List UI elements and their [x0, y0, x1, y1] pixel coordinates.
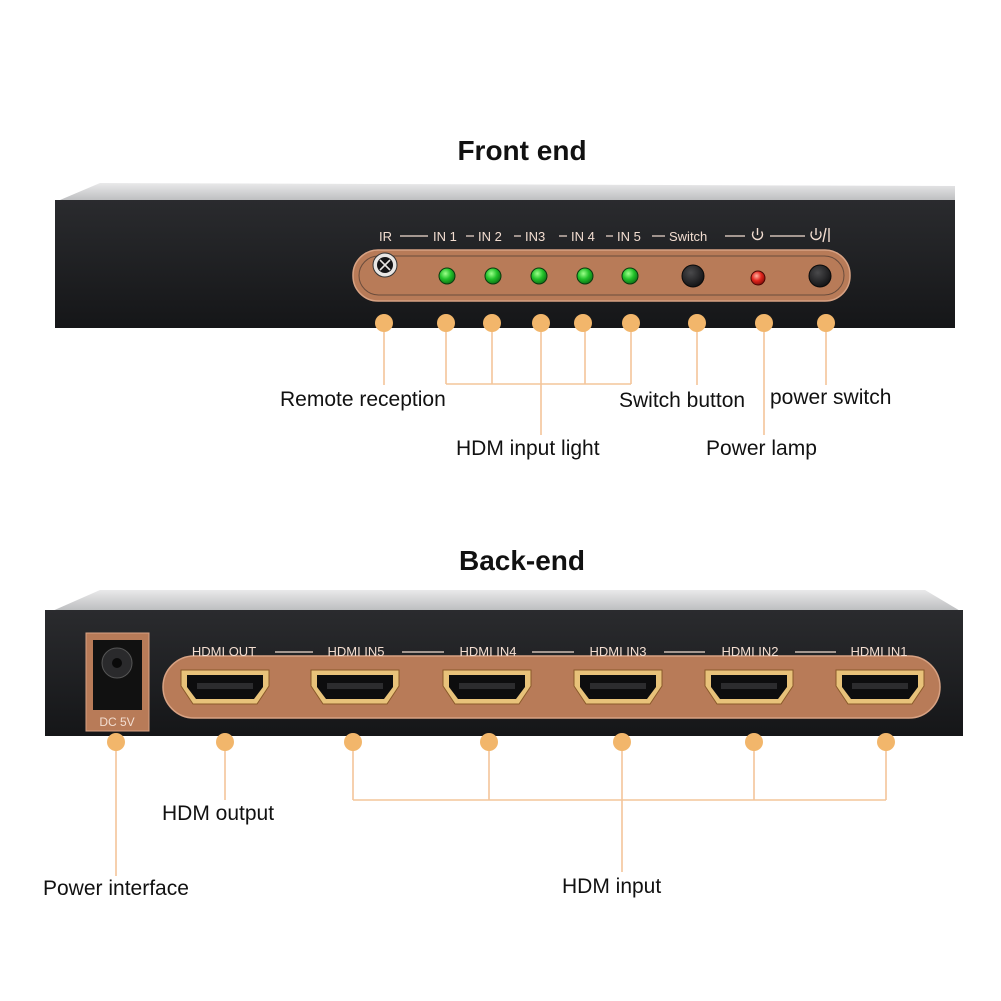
- ir-label: IR: [379, 229, 392, 244]
- power-lamp-label: Power lamp: [706, 437, 817, 460]
- ir-receiver-icon: [372, 252, 398, 278]
- power-interface-label: Power interface: [43, 877, 189, 900]
- hdm-input-light-label: HDM input light: [456, 437, 600, 460]
- front-control-panel: [352, 249, 851, 302]
- hdmi-in1-label: HDMI IN1: [850, 644, 907, 659]
- switch-button-label: Switch button: [619, 389, 746, 412]
- hdmi-out-label: HDMI OUT: [192, 644, 256, 659]
- led-in5-icon: [621, 267, 639, 285]
- hdmi-in1-port-icon[interactable]: [835, 669, 925, 705]
- hdmi-in2-port-icon[interactable]: [704, 669, 794, 705]
- hdmi-in3-label: HDMI IN3: [589, 644, 646, 659]
- remote-reception-label: Remote reception: [280, 388, 446, 411]
- in3-label: IN3: [525, 229, 545, 244]
- front-end-title: Front end: [457, 135, 587, 166]
- in2-label: IN 2: [478, 229, 502, 244]
- power-lamp-led-icon: [750, 270, 766, 286]
- front-device: IR IN 1 IN 2 IN3 IN 4 IN 5 Switch: [55, 183, 955, 328]
- led-in2-icon: [484, 267, 502, 285]
- front-callout-dots: [375, 314, 835, 332]
- front-callout-lines: [383, 323, 827, 435]
- power-lamp-symbol-icon: [751, 228, 764, 241]
- switch-button-icon[interactable]: [681, 264, 705, 288]
- dc-5v-label: DC 5V: [99, 715, 134, 729]
- switch-label: Switch: [669, 229, 707, 244]
- power-switch-symbol-icon: [810, 227, 830, 243]
- back-end-title: Back-end: [458, 545, 586, 576]
- hdmi-in4-port-icon[interactable]: [442, 669, 532, 705]
- hdm-input-label: HDM input: [562, 875, 662, 898]
- hdmi-in5-port-icon[interactable]: [310, 669, 400, 705]
- power-switch-button-icon[interactable]: [808, 264, 832, 288]
- front-device-top: [60, 183, 955, 202]
- hdmi-in3-port-icon[interactable]: [573, 669, 663, 705]
- hdmi-in4-label: HDMI IN4: [459, 644, 516, 659]
- led-in4-icon: [576, 267, 594, 285]
- hdmi-in2-label: HDMI IN2: [721, 644, 778, 659]
- in5-label: IN 5: [617, 229, 641, 244]
- hdmi-out-port-icon[interactable]: [180, 669, 270, 705]
- in1-label: IN 1: [433, 229, 457, 244]
- back-callout-lines: [115, 742, 887, 876]
- led-in1-icon: [438, 267, 456, 285]
- back-device-top: [50, 590, 962, 612]
- hdmi-port-panel: [162, 655, 941, 719]
- hdmi-in5-label: HDMI IN5: [327, 644, 384, 659]
- back-callout-dots: [107, 733, 895, 751]
- power-switch-label: power switch: [770, 386, 892, 409]
- in4-label: IN 4: [571, 229, 595, 244]
- hdm-output-label: HDM output: [162, 802, 275, 825]
- back-device: DC 5V HDMI OUT HDMI IN5 HDMI IN4 HDMI IN…: [45, 590, 963, 736]
- led-in3-icon: [530, 267, 548, 285]
